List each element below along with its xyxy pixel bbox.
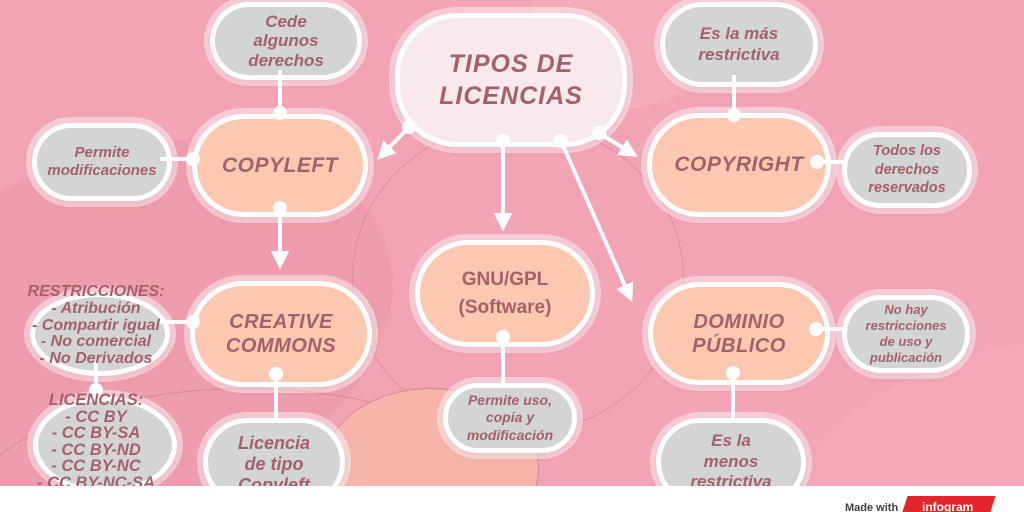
- node-restricciones: [30, 292, 170, 376]
- node-label: GNU/GPL (Software): [458, 268, 552, 318]
- node-gnu-gpl-software: GNU/GPL (Software): [415, 240, 595, 347]
- node-label: Es la menos restrictiva: [690, 431, 772, 492]
- node-label: DOMINIO PÚBLICO: [692, 310, 786, 357]
- node-label: TIPOS DE LICENCIAS: [439, 50, 583, 110]
- node-todos-los-derechos-reservados: Todos los derechos reservados: [842, 132, 972, 208]
- infogram-badge[interactable]: infogram: [900, 496, 996, 512]
- node-cede-algunos-derechos: Cede algunos derechos: [210, 2, 362, 80]
- node-label: Es la más restrictiva: [698, 24, 780, 64]
- node-label: COPYLEFT: [221, 153, 338, 177]
- node-label: Permite modificaciones: [47, 144, 157, 179]
- node-permite-modificaciones: Permite modificaciones: [32, 123, 172, 201]
- footer-bar: Made with infogram: [0, 486, 1024, 512]
- node-creative-commons: CREATIVE COMMONS: [190, 281, 372, 387]
- node-copyleft: COPYLEFT: [192, 114, 368, 217]
- node-dominio-publico: DOMINIO PÚBLICO: [648, 282, 830, 385]
- node-permite-uso-copia-modificacion: Permite uso, copia y modificación: [443, 383, 577, 453]
- node-tipos-de-licencias: TIPOS DE LICENCIAS: [395, 13, 627, 147]
- made-with-label: Made with: [845, 502, 899, 512]
- node-label: Cede algunos derechos: [248, 12, 324, 70]
- node-label: No hay restricciones de uso y publicació…: [865, 301, 947, 366]
- node-licencias: [33, 396, 177, 494]
- node-no-hay-restricciones: No hay restricciones de uso y publicació…: [842, 295, 970, 373]
- node-label: COPYRIGHT: [674, 153, 804, 176]
- connector-central-copyleft-arrow: [377, 125, 411, 160]
- node-label: CREATIVE COMMONS: [225, 311, 337, 357]
- node-es-la-mas-restrictiva: Es la más restrictiva: [660, 2, 818, 87]
- infogram-badge-label: infogram: [922, 500, 974, 512]
- node-label: Permite uso, copia y modificación: [466, 392, 554, 443]
- node-label: Todos los derechos reservados: [868, 142, 946, 197]
- node-copyright: COPYRIGHT: [647, 113, 831, 217]
